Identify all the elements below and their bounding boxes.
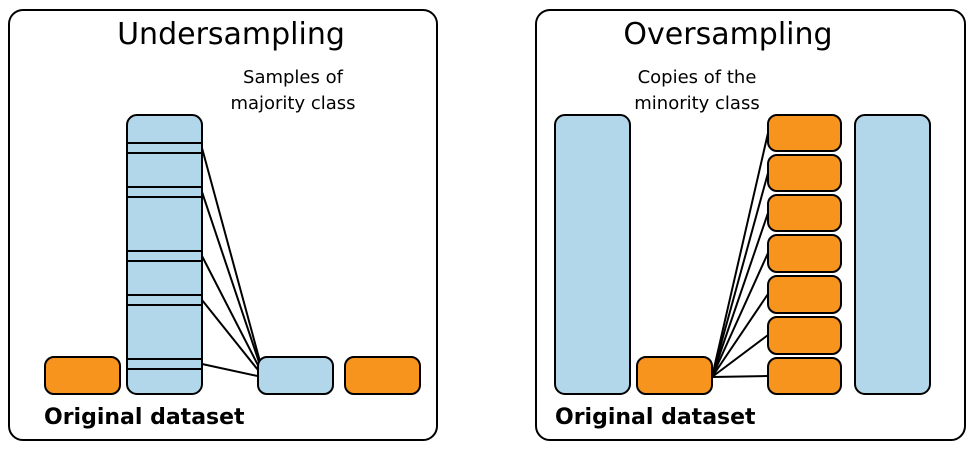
undersampling-connectors	[201, 147, 263, 378]
undersampling-note-line-2: majority class	[230, 93, 355, 114]
undersampling-title: Undersampling	[117, 17, 345, 52]
connector-line	[711, 212, 769, 378]
original-majority-column	[126, 114, 203, 395]
minority-copy-block	[767, 194, 842, 232]
connector-line	[201, 363, 263, 378]
oversampling-panel: Oversampling Copies of the minority clas…	[535, 9, 966, 441]
majority-sample-stripe	[126, 358, 203, 370]
oversampling-connectors	[711, 132, 769, 378]
connector-line	[201, 299, 263, 376]
connector-line	[711, 252, 769, 378]
minority-copy-block	[767, 275, 842, 314]
minority-copies-stack	[767, 114, 842, 395]
connector-line	[711, 375, 769, 378]
connector-line	[711, 293, 769, 378]
majority-sample-stripe	[126, 250, 203, 262]
original-majority-column	[554, 114, 631, 395]
connector-line	[711, 132, 769, 378]
majority-sample-stripe	[126, 294, 203, 306]
minority-copy-block	[767, 234, 842, 273]
resampled-majority-column	[854, 114, 931, 395]
minority-copy-block	[767, 316, 842, 355]
majority-sample-stripe	[126, 186, 203, 198]
undersampled-majority-block	[257, 356, 334, 395]
original-minority-block	[636, 356, 713, 395]
connector-line	[201, 255, 263, 374]
connector-line	[711, 334, 769, 378]
minority-copy-block	[767, 154, 842, 192]
majority-sample-stripe	[126, 142, 203, 154]
connector-line	[711, 172, 769, 378]
connector-line	[201, 191, 263, 372]
oversampling-note-line-2: minority class	[634, 93, 759, 114]
minority-copy-block	[767, 114, 842, 152]
oversampling-title: Oversampling	[623, 17, 832, 52]
oversampling-caption: Original dataset	[555, 405, 756, 430]
oversampling-note-line-1: Copies of the	[638, 67, 757, 88]
undersampling-note-line-1: Samples of	[243, 67, 344, 88]
undersampling-panel: Undersampling Samples of majority class …	[8, 9, 438, 441]
minority-copy-block	[767, 357, 842, 395]
resampled-minority-block	[344, 356, 421, 395]
undersampling-caption: Original dataset	[44, 405, 245, 430]
original-minority-block	[44, 356, 121, 395]
connector-line	[201, 147, 263, 370]
